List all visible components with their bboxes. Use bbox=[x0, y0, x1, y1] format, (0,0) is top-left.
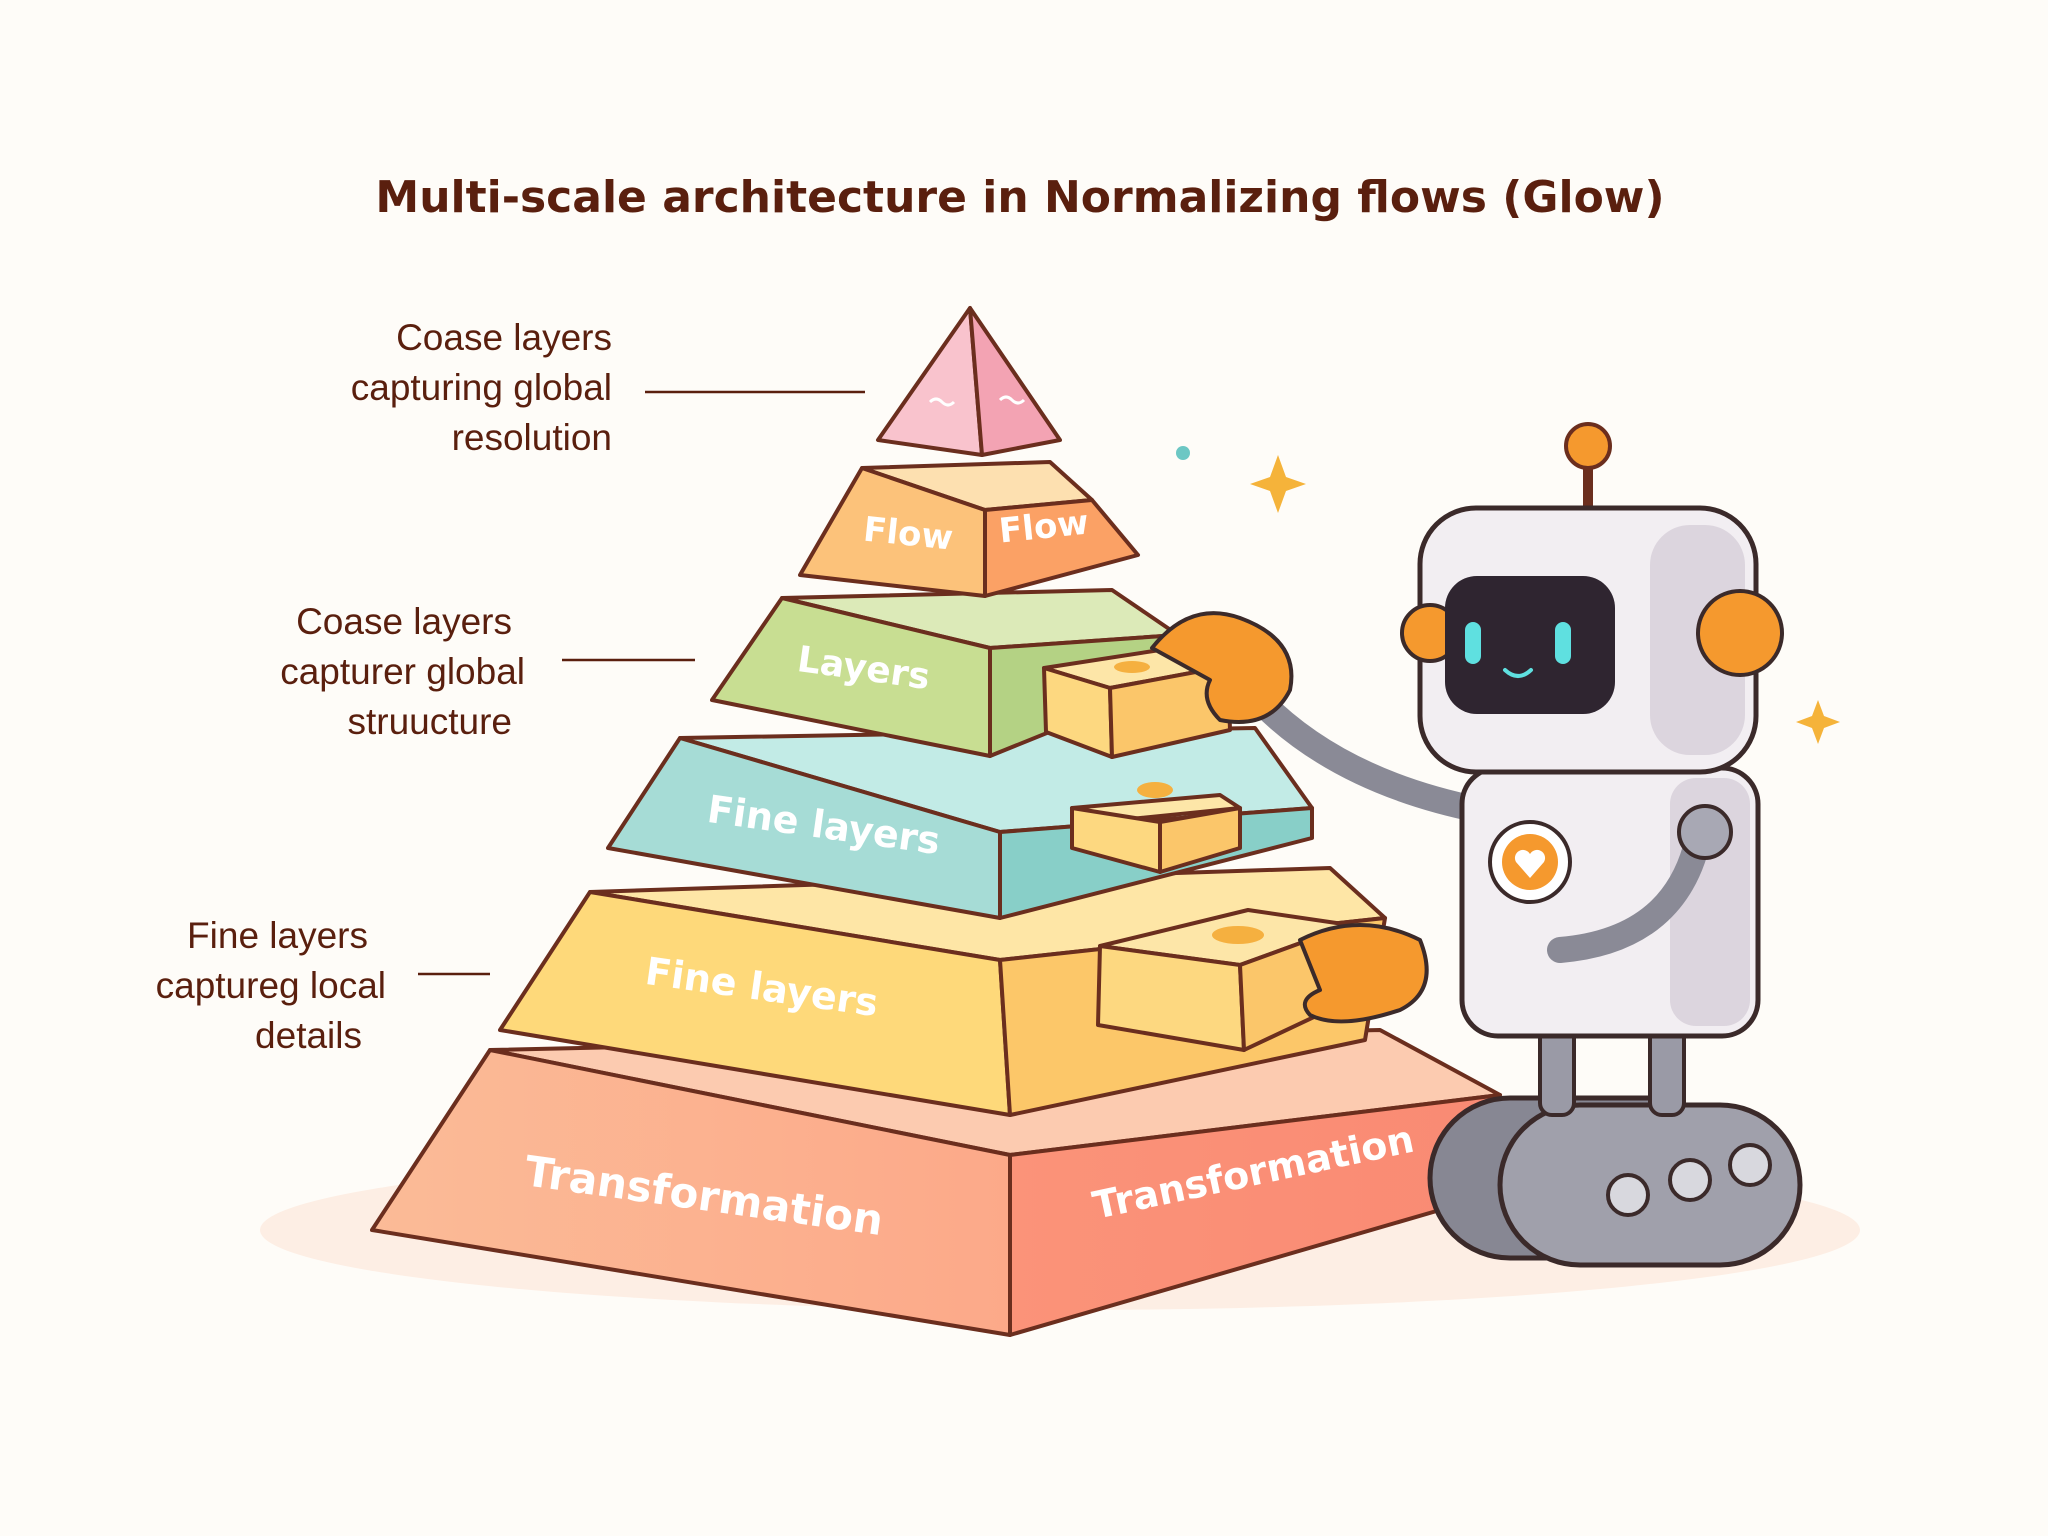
heart-icon bbox=[1514, 849, 1546, 878]
tier-apex-left-face bbox=[876, 306, 984, 457]
tier-flow: Flow Flow bbox=[798, 460, 1140, 598]
apex-squiggle-left bbox=[928, 397, 956, 407]
annotation-3-line-1: Fine layers bbox=[187, 915, 368, 956]
sparkle-dot bbox=[1176, 446, 1190, 460]
annotation-1-line-2: capturing global bbox=[351, 367, 612, 408]
tier-apex-right-face bbox=[968, 306, 1062, 457]
tier-flow-right-face bbox=[983, 498, 1140, 598]
annotation-1: Coase layers capturing global resolution bbox=[351, 317, 865, 458]
tier-flow-left-label: Flow bbox=[861, 509, 954, 558]
block-icon bbox=[1070, 782, 1242, 874]
annotation-1-line-1: Coase layers bbox=[396, 317, 612, 358]
annotation-3-line-2: captureg local bbox=[156, 965, 386, 1006]
page-title: Multi-scale architecture in Normalizing … bbox=[375, 172, 1664, 223]
sparkle-icon bbox=[1796, 700, 1840, 744]
sparkle-icon bbox=[1250, 455, 1306, 513]
robot-icon bbox=[1150, 422, 1803, 1268]
annotation-3: Fine layers captureg local details bbox=[156, 915, 490, 1056]
annotation-2-line-3: struucture bbox=[347, 701, 512, 742]
annotation-2-line-2: capturer global bbox=[280, 651, 525, 692]
apex-squiggle-right bbox=[998, 395, 1026, 405]
tier-apex bbox=[876, 306, 1062, 457]
tier-flow-right-label: Flow bbox=[997, 502, 1090, 551]
annotation-3-line-3: details bbox=[255, 1015, 362, 1056]
annotation-2: Coase layers capturer global struucture bbox=[280, 601, 695, 742]
annotation-2-line-1: Coase layers bbox=[296, 601, 512, 642]
annotation-1-line-3: resolution bbox=[452, 417, 612, 458]
